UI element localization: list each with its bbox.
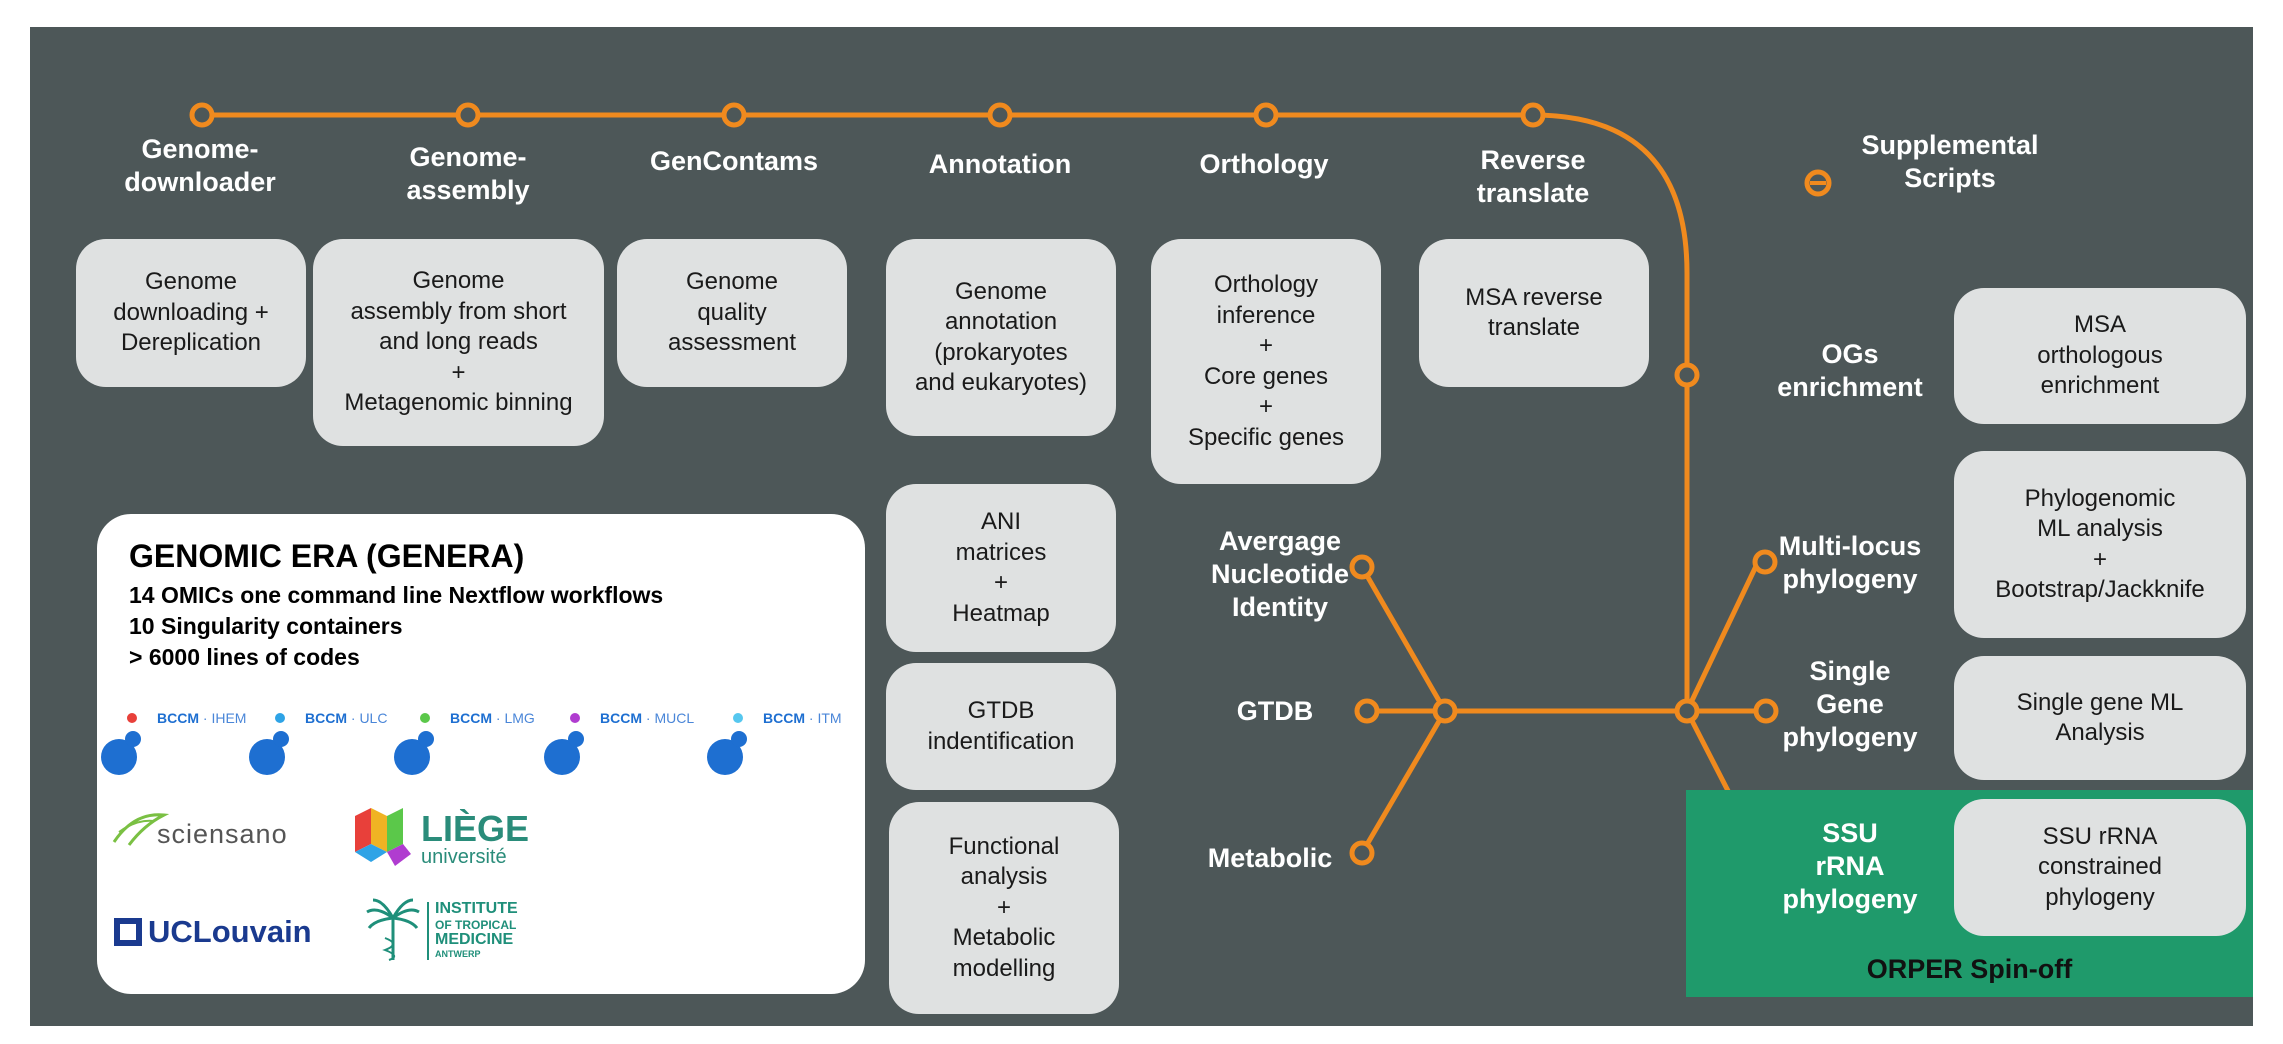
- sciensano-logo: sciensano: [109, 807, 309, 857]
- branch-metabolic: [1359, 708, 1448, 856]
- station-ogs-enrichment: [1674, 362, 1700, 388]
- label-genome-assembly: Genome- assembly: [406, 142, 530, 205]
- box-ani-matrices: ANI matrices + Heatmap: [886, 484, 1116, 652]
- label-metabolic: Metabolic: [1207, 843, 1333, 873]
- box-msa-reverse-translate: MSA reverse translate: [1419, 239, 1649, 387]
- station-single-gene: [1753, 698, 1779, 724]
- genera-info-panel: GENOMIC ERA (GENERA) 14 OMICs one comman…: [97, 514, 865, 994]
- bccm-lmg-logo: BCCM · LMG: [392, 710, 542, 780]
- itm-antwerp-logo: INSTITUTE OF TROPICAL MEDICINE ANTWERP: [365, 898, 555, 968]
- label-reverse-translate: Reverse translate: [1476, 145, 1590, 208]
- info-title: GENOMIC ERA (GENERA): [129, 538, 525, 574]
- station-ani-hub: [1432, 698, 1458, 724]
- station-ani: [1349, 554, 1375, 580]
- station-gencontams: [721, 102, 747, 128]
- box-ssu-rrna-constrained: SSU rRNA constrained phylogeny: [1954, 799, 2246, 936]
- info-line-code: > 6000 lines of codes: [129, 644, 360, 670]
- label-genome-downloader: Genome- downloader: [124, 134, 276, 197]
- label-ogs-enrichment: OGs enrichment: [1777, 339, 1923, 402]
- box-single-gene-ml: Single gene ML Analysis: [1954, 656, 2246, 780]
- box-genome-downloading: Genome downloading + Dereplication: [76, 239, 306, 387]
- info-line-workflows: 14 OMICs one command line Nextflow workf…: [129, 582, 664, 608]
- diagram-canvas: ORPER Spin-off Genome- downloader Genome…: [30, 27, 2253, 1026]
- branch-ani: [1359, 564, 1448, 714]
- station-gtdb: [1354, 698, 1380, 724]
- box-phylogenomic-ml: Phylogenomic ML analysis + Bootstrap/Jac…: [1954, 451, 2246, 638]
- box-genome-quality: Genome quality assessment: [617, 239, 847, 387]
- box-gtdb-identification: GTDB indentification: [886, 663, 1116, 790]
- info-line-containers: 10 Singularity containers: [129, 613, 403, 639]
- liege-universite-logo: LIÈGE université: [355, 804, 545, 874]
- label-ani: Avergage Nucleotide Identity: [1210, 526, 1350, 622]
- bccm-itm-logo: BCCM · ITM: [705, 710, 855, 780]
- bccm-mucl-logo: BCCM · MUCL: [542, 710, 694, 780]
- label-gtdb: GTDB: [1236, 696, 1314, 726]
- box-orthology-inference: Orthology inference + Core genes + Speci…: [1151, 239, 1381, 484]
- label-supplemental-scripts: Supplemental Scripts: [1861, 130, 2039, 193]
- box-genome-assembly: Genome assembly from short and long read…: [313, 239, 604, 446]
- station-genome-assembly: [455, 102, 481, 128]
- station-orthology: [1253, 102, 1279, 128]
- box-msa-orthologous-enrichment: MSA orthologous enrichment: [1954, 288, 2246, 424]
- label-ssu-rrna: SSU rRNA phylogeny: [1782, 818, 1918, 914]
- station-genome-downloader: [189, 102, 215, 128]
- box-genome-annotation: Genome annotation (prokaryotes and eukar…: [886, 239, 1116, 436]
- bccm-ulc-logo: BCCM · ULC: [247, 710, 397, 780]
- station-annotation: [987, 102, 1013, 128]
- station-multi-locus: [1752, 549, 1778, 575]
- bccm-ihem-logo: BCCM · IHEM: [99, 710, 249, 780]
- main-rail-line: [199, 112, 1690, 714]
- station-reverse-translate: [1520, 102, 1546, 128]
- station-phylogeny-hub: [1674, 698, 1700, 724]
- label-annotation: Annotation: [928, 149, 1072, 179]
- label-multi-locus: Multi-locus phylogeny: [1778, 531, 1922, 594]
- uclouvain-logo: UCLouvain: [114, 912, 344, 952]
- label-gencontams: GenContams: [649, 146, 819, 176]
- orper-label: ORPER Spin-off: [1866, 954, 2073, 983]
- station-metabolic: [1349, 840, 1375, 866]
- branch-multi-locus: [1684, 559, 1761, 714]
- label-orthology: Orthology: [1199, 149, 1329, 179]
- label-single-gene: Single Gene phylogeny: [1782, 656, 1918, 752]
- box-functional-analysis: Functional analysis + Metabolic modellin…: [889, 802, 1119, 1014]
